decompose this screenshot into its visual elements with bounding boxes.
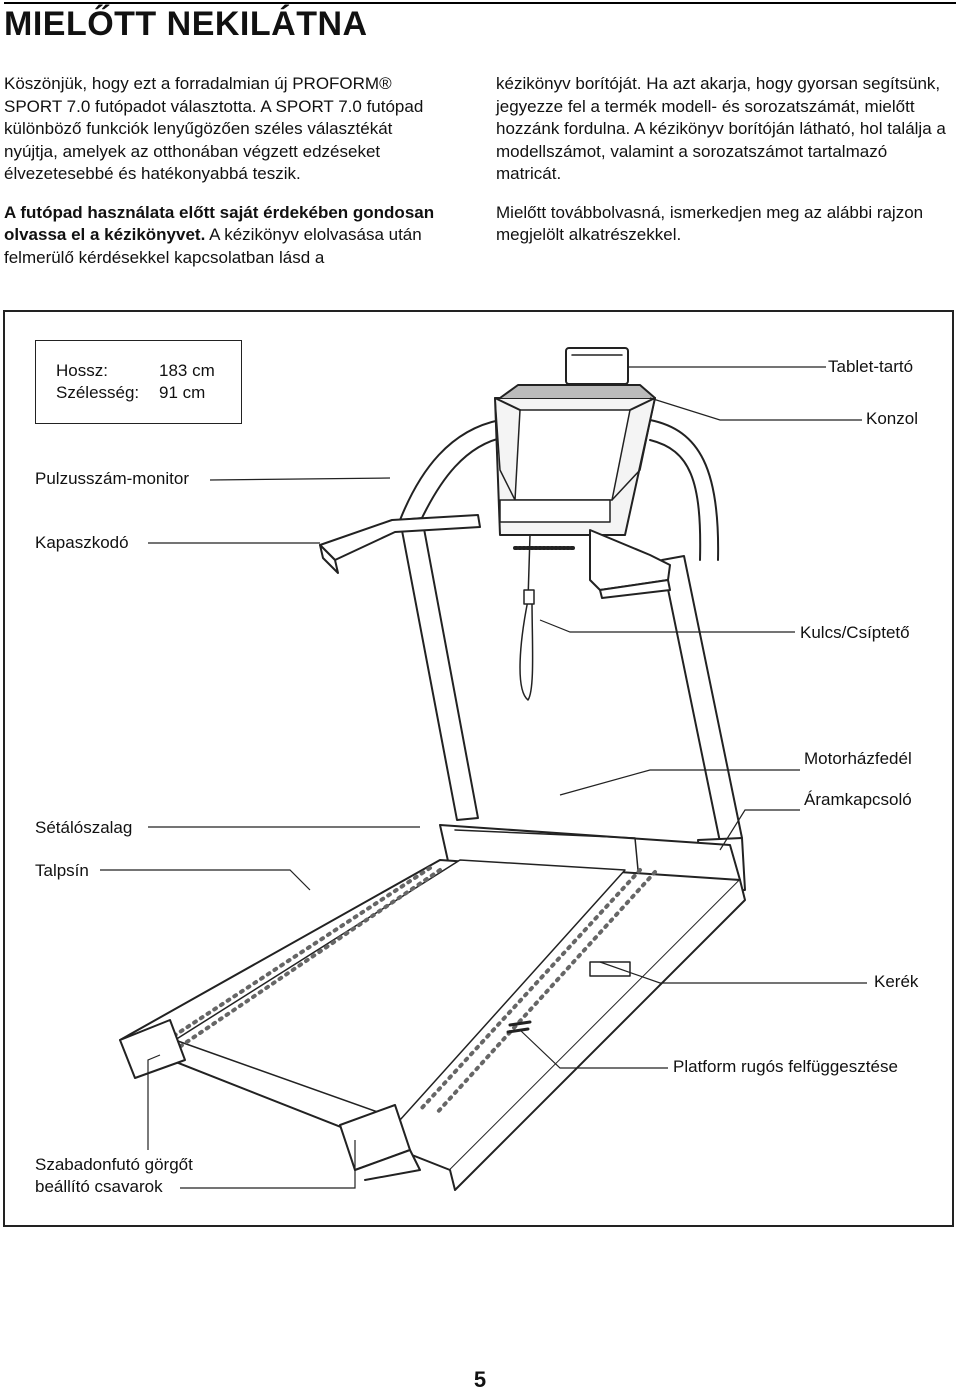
label-pulse-monitor: Pulzusszám-monitor bbox=[35, 469, 189, 488]
intro-paragraph-2: A futópad használata előtt saját érdekéb… bbox=[4, 202, 450, 270]
label-key-clip: Kulcs/Csíptető bbox=[800, 623, 910, 642]
intro-left-column: Köszönjük, hogy ezt a forradalmian új PR… bbox=[4, 73, 450, 285]
label-power-switch: Áramkapcsoló bbox=[804, 790, 912, 809]
length-value: 183 cm bbox=[159, 361, 215, 380]
label-motor-hood: Motorházfedél bbox=[804, 749, 912, 768]
width-value: 91 cm bbox=[159, 383, 206, 402]
intro-paragraph-2-continued: kézikönyv borítóját. Ha azt akarja, hogy… bbox=[496, 74, 946, 183]
label-idler-bolts-line2: beállító csavarok bbox=[35, 1177, 163, 1196]
label-tablet-holder: Tablet-tartó bbox=[828, 357, 914, 376]
diagram-frame bbox=[3, 310, 954, 1227]
intro-paragraph-1: Köszönjük, hogy ezt a forradalmian új PR… bbox=[4, 74, 424, 183]
wheel bbox=[589, 961, 631, 977]
intro-right-column: kézikönyv borítóját. Ha azt akarja, hogy… bbox=[496, 73, 951, 263]
title-rule bbox=[4, 2, 956, 4]
intro-paragraph-2-part-1: A kézikönyv elolvasása után felmerülő ké… bbox=[4, 225, 422, 267]
intro-warning-bold: A futópad használata előtt saját érdekéb… bbox=[4, 202, 435, 245]
dimensions-box: Hossz: 183 cm Szélesség: 91 cm bbox=[35, 340, 242, 424]
label-foot-rail: Talpsín bbox=[35, 861, 89, 880]
label-platform-suspension: Platform rugós felfüggesztése bbox=[673, 1057, 898, 1076]
length-label: Hossz: bbox=[56, 361, 108, 380]
width-label: Szélesség: bbox=[56, 383, 140, 402]
callout-lines bbox=[100, 366, 867, 1189]
platform-spring bbox=[508, 1020, 532, 1027]
page-number: 5 bbox=[473, 1367, 487, 1392]
label-console: Konzol bbox=[866, 409, 918, 428]
label-idler-bolts-line1: Szabadonfutó görgőt bbox=[35, 1155, 193, 1174]
label-walking-belt: Sétálószalag bbox=[35, 818, 133, 837]
intro-paragraph-3: Mielőtt továbbolvasná, ismerkedjen meg a… bbox=[496, 202, 924, 245]
label-wheel: Kerék bbox=[874, 972, 919, 991]
label-handrail: Kapaszkodó bbox=[35, 533, 129, 552]
page-title: MIELŐTT NEKILÁTNA bbox=[4, 5, 368, 43]
tablet-holder bbox=[565, 347, 629, 385]
